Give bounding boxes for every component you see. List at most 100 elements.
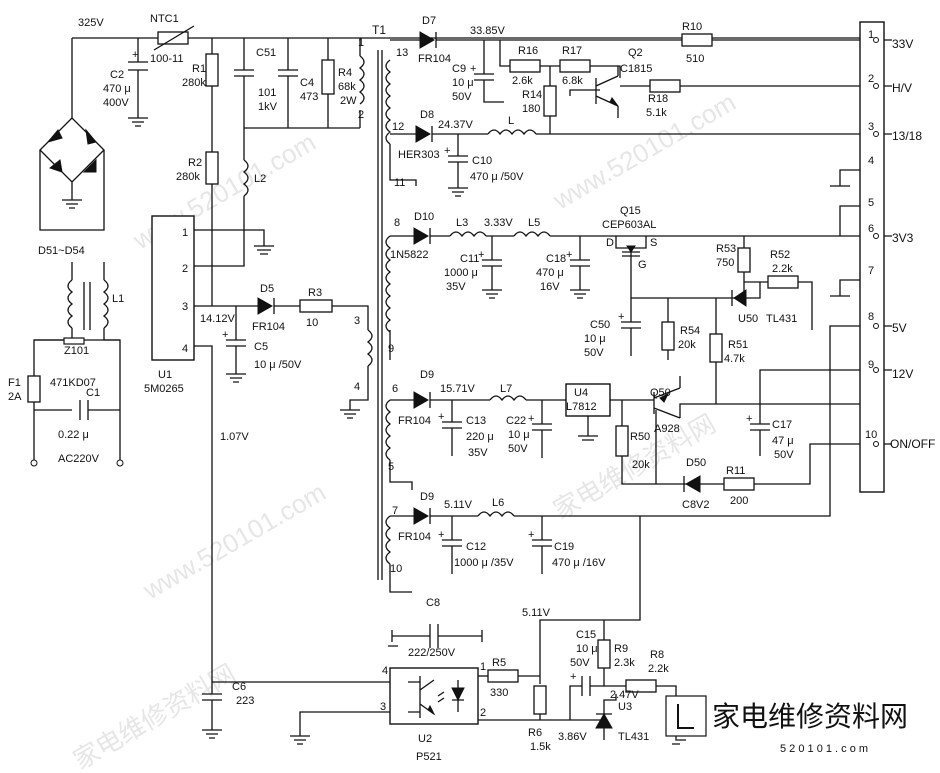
capacitor-c6 [202,682,222,739]
output-label-1318: 13/18 [892,129,922,143]
r6-label: R6 [528,727,542,739]
capacitor-c10 [448,134,468,197]
voltage-label: 325V [78,17,104,29]
inductor-l [487,129,537,136]
c6-value: 223 [236,695,254,707]
r8-label: R8 [650,649,664,661]
connector-pin: 5 [868,197,874,209]
r2-value: 280k [176,171,200,183]
r54-value: 20k [678,339,696,351]
wire [194,196,245,267]
wire [244,94,360,129]
r3-label: R3 [308,287,322,299]
r52-label: R52 [770,249,790,261]
d5-value: FR104 [252,321,285,333]
d8-label: D8 [420,109,434,121]
u2-pin: 4 [382,665,388,677]
terminal [873,233,879,239]
wire [429,392,490,408]
c17-label: C17 [772,419,792,431]
voltage-label: 3.86V [558,731,587,743]
capacitor-c9 [474,40,504,103]
diode-symbol [85,128,97,145]
input-section: 325V NTC1 100-11 + C2 470 μ 400V D51~D54… [8,13,860,467]
r11-value: 200 [730,495,748,507]
plus-sign: + [132,49,138,61]
transformer-t1: T1 1 2 13 12 11 8 9 6 5 7 10 [358,23,417,593]
r53-value: 750 [716,257,734,269]
diode-d7 [419,31,436,49]
inductor-l5 [513,231,551,238]
r52-value: 2.2k [772,263,793,275]
u50-label: U50 [738,313,758,325]
z101-label: Z101 [64,345,89,357]
output-label-12v: 12V [892,367,913,381]
transformer-pin: 2 [358,109,364,121]
watermark-text: www.520101.com [547,87,741,216]
transistor-arrow [659,392,670,403]
c1-value: 0.22 μ [58,429,89,441]
d9b-value: FR104 [398,531,431,543]
r18-value: 5.1k [646,107,667,119]
inductor-core [83,282,91,330]
transformer-pin: 4 [354,381,360,393]
resistor-r17 [559,59,591,73]
u2-value: P521 [416,751,442,763]
ground-symbol [340,366,369,419]
winding-secondary-4 [385,515,392,565]
wire [71,262,105,280]
r1-value: 280k [182,77,206,89]
voltage-label: 1.07V [220,431,249,443]
wire [429,508,478,524]
voltage-label: 24.37V [438,119,474,131]
capacitor-c8 [388,624,483,648]
u50-value: TL431 [766,313,797,325]
capacitor-c12 [442,516,462,574]
d10-label: D10 [414,211,434,223]
u2-label: U2 [418,733,432,745]
bridge-label: D51~D54 [38,245,85,257]
r1-label: R1 [192,63,206,75]
wire [499,40,510,67]
resistor-r3 [299,299,333,313]
ground-symbol [830,279,860,297]
u3-label: U3 [618,701,632,713]
logo-mark [665,695,707,737]
capacitor-c15 [569,676,604,720]
c22-value: 10 μ [508,429,530,441]
feedback-section: C8 222/250V 4 3 1 2 U2 P521 R5 330 R6 1.… [290,597,686,763]
capacitor-c50 [621,298,641,356]
u2-pin: 1 [480,661,486,673]
voltage-label: 3.33V [484,217,513,229]
u1-pin: 4 [182,343,188,355]
transformer-pin: 13 [396,47,408,59]
d10-value: 1N5822 [390,249,429,261]
voltage-label: 5.11V [444,499,473,511]
c13-label: C13 [466,415,486,427]
wire [744,281,813,330]
r16-label: R16 [518,45,538,57]
watermark-text: 家电维修资料网 [68,658,241,773]
capacitor-c22 [532,400,552,458]
transformer-pin: 10 [390,563,402,575]
wire [596,694,617,740]
ntc-value: 100-11 [150,53,183,65]
led-symbol [437,680,464,712]
capacitor-c18 [570,236,590,299]
transformer-pin: 12 [392,121,404,133]
d9a-label: D9 [420,369,434,381]
c18-value: 470 μ [536,267,564,279]
channel-3v3: D10 1N5822 L3 3.33V L5 + C11 1000 μ 35V … [390,205,860,404]
transformer-pin: 7 [392,505,398,517]
c22-label: C22 [506,415,526,427]
resistor-r53 [737,247,751,273]
c9-label: C9 [452,63,466,75]
logo-url: 5 2 0 1 0 1 . c o m [780,743,868,755]
c51-label: C51 [256,47,276,59]
c15-value: 10 μ [576,643,598,655]
r50-value: 20k [632,459,650,471]
c8-value: 222/250V [408,647,456,659]
wire [389,460,413,490]
regulator-u50 [733,289,747,307]
